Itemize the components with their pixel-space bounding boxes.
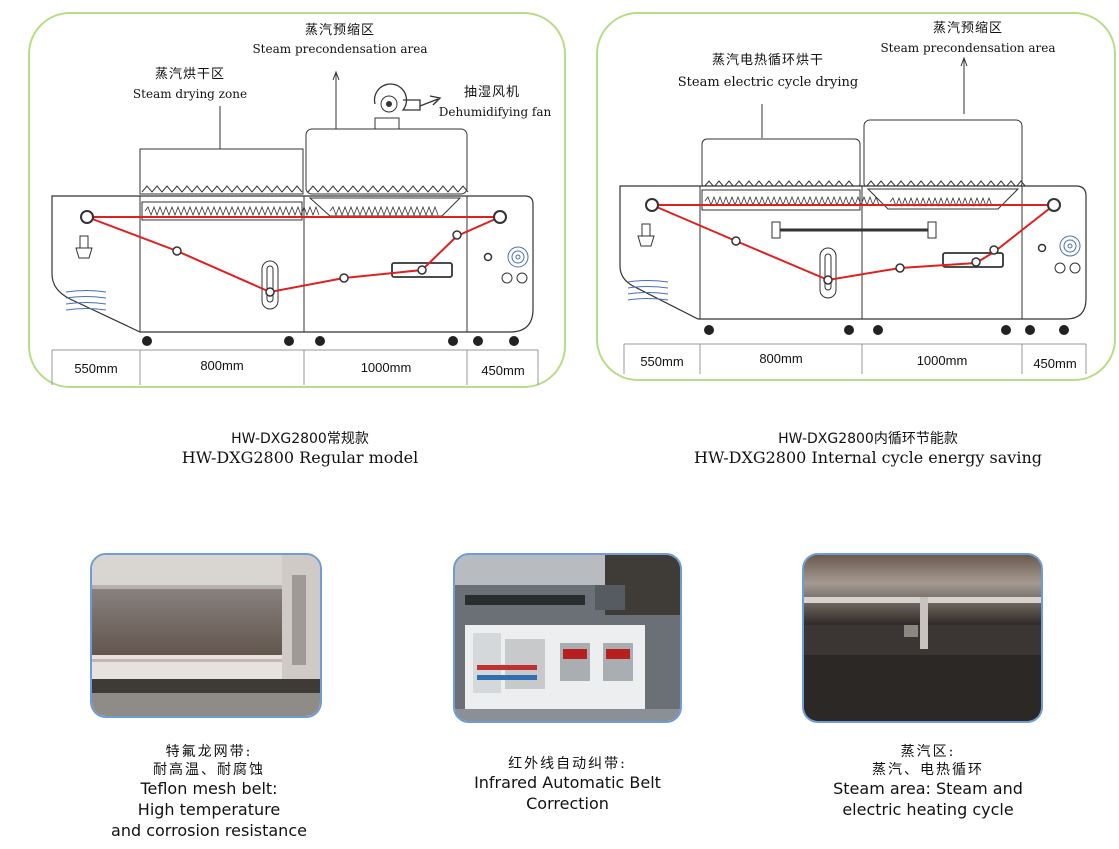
precondensation-cn: 蒸汽预缩区 xyxy=(304,23,375,38)
steam-drying-zone-cn: 蒸汽烘干区 xyxy=(154,67,225,82)
electric-drying-en: Steam electric cycle drying xyxy=(677,75,859,90)
infrared-en-1: Infrared Automatic Belt xyxy=(474,773,661,793)
left-machine-drawing xyxy=(51,70,539,385)
teflon-en-3: and corrosion resistance xyxy=(111,820,307,840)
left-diagram-panel: 蒸汽烘干区 Steam drying zone 蒸汽预缩区 Steam prec… xyxy=(28,12,566,388)
steam-drying-zone-en: Steam drying zone xyxy=(132,87,248,101)
fan-en: Dehumidifying fan xyxy=(438,105,552,119)
right-machine-drawing xyxy=(619,56,1087,374)
steam-area-caption: 蒸汽区: 蒸汽、电热循环 Steam area: Steam and elect… xyxy=(800,743,1056,821)
right-precondensation-en: Steam precondensation area xyxy=(880,41,1056,55)
right-dimension-2: 800mm xyxy=(759,351,803,366)
fan-cn: 抽湿风机 xyxy=(463,85,520,100)
steam-cn-2: 蒸汽、电热循环 xyxy=(872,762,984,779)
dimension-2: 800mm xyxy=(200,358,244,373)
infrared-cn-1: 红外线自动纠带: xyxy=(508,756,627,772)
steam-en-2: electric heating cycle xyxy=(842,800,1014,820)
right-caption: HW-DXG2800内循环节能款 HW-DXG2800 Internal cyc… xyxy=(680,428,1056,467)
infrared-en-2: Correction xyxy=(526,793,609,813)
right-precondensation-cn: 蒸汽预缩区 xyxy=(932,21,1003,36)
left-caption-en: HW-DXG2800 Regular model xyxy=(181,448,419,467)
right-caption-cn: HW-DXG2800内循环节能款 xyxy=(778,431,958,447)
infrared-correction-caption: 红外线自动纠带: Infrared Automatic Belt Correct… xyxy=(445,755,690,815)
dimension-1: 550mm xyxy=(74,361,118,376)
right-caption-en: HW-DXG2800 Internal cycle energy saving xyxy=(693,448,1042,467)
teflon-cn-1: 特氟龙网带: xyxy=(165,744,253,760)
teflon-en-2: High temperature xyxy=(137,800,281,820)
teflon-belt-photo xyxy=(90,553,322,718)
left-caption-cn: HW-DXG2800常规款 xyxy=(231,431,369,447)
left-caption: HW-DXG2800常规款 HW-DXG2800 Regular model xyxy=(150,428,450,467)
teflon-belt-caption: 特氟龙网带: 耐高温、耐腐蚀 Teflon mesh belt: High te… xyxy=(84,743,334,842)
steam-cn-1: 蒸汽区: xyxy=(900,744,956,760)
right-diagram-panel: 蒸汽电热循环烘干 Steam electric cycle drying 蒸汽预… xyxy=(596,12,1116,381)
steam-en-1: Steam area: Steam and xyxy=(833,779,1023,799)
electric-drying-cn: 蒸汽电热循环烘干 xyxy=(711,53,824,68)
precondensation-en: Steam precondensation area xyxy=(252,42,428,56)
teflon-cn-2: 耐高温、耐腐蚀 xyxy=(153,762,265,779)
right-dimension-3: 1000mm xyxy=(916,353,968,368)
right-dimension-1: 550mm xyxy=(640,354,684,369)
dimension-4: 450mm xyxy=(481,363,525,378)
teflon-en-1: Teflon mesh belt: xyxy=(140,779,278,799)
dehumidifying-fan-icon xyxy=(373,83,421,131)
steam-area-photo xyxy=(802,553,1043,723)
infrared-correction-photo xyxy=(453,553,682,723)
dimension-3: 1000mm xyxy=(360,360,412,375)
right-dimension-4: 450mm xyxy=(1033,356,1077,371)
